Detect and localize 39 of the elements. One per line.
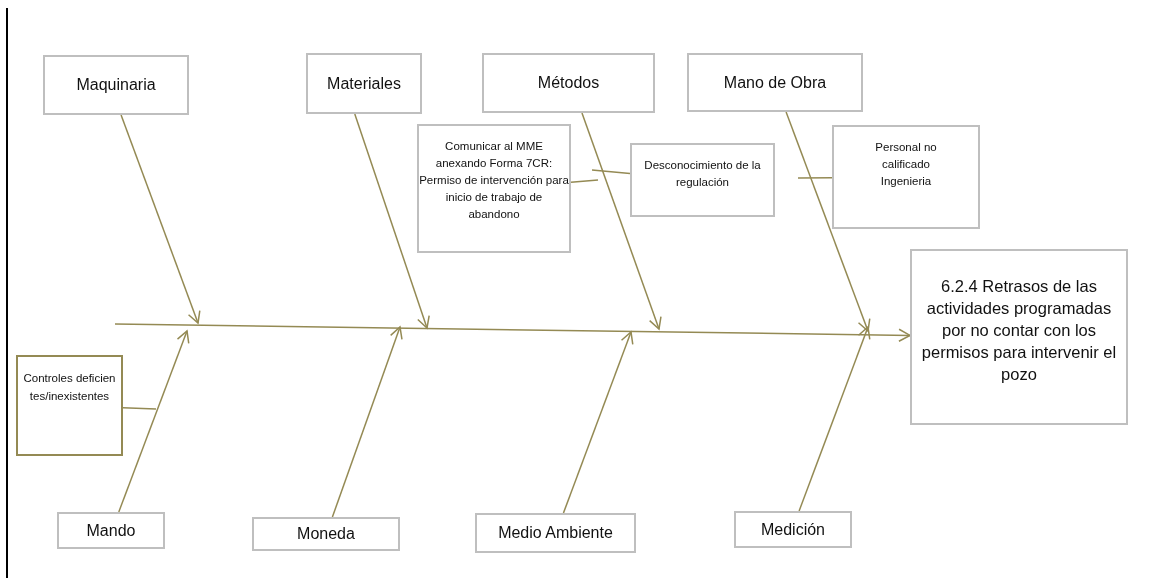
bone-arrow bbox=[118, 330, 190, 513]
box-text: Mando bbox=[86, 520, 136, 541]
category-box bbox=[57, 512, 165, 549]
box-text: Maquinaria bbox=[76, 75, 156, 95]
bone-arrow bbox=[798, 326, 871, 512]
category-box bbox=[482, 53, 655, 113]
box-text: Materiales bbox=[327, 73, 401, 94]
cause-box bbox=[16, 355, 123, 456]
connector-line bbox=[122, 406, 157, 410]
category-box bbox=[252, 517, 400, 551]
box-text: Medición bbox=[761, 519, 825, 540]
bone-arrow bbox=[785, 111, 871, 332]
category-box bbox=[687, 53, 863, 112]
category-box bbox=[43, 55, 189, 115]
connector-line bbox=[591, 169, 631, 175]
category-box bbox=[734, 511, 852, 548]
box-text: 6.2.4 Retrasos de las actividades programadas por no contar con los permisos para intervenir el pozo bbox=[920, 276, 1118, 385]
bone-arrow bbox=[581, 112, 662, 330]
effect-box bbox=[910, 249, 1128, 425]
bone-arrow bbox=[562, 331, 634, 514]
box-text: Personal no calificado Ingenieria bbox=[874, 140, 938, 189]
cause-box bbox=[417, 124, 571, 253]
cause-box bbox=[630, 143, 775, 217]
box-text: Mano de Obra bbox=[723, 72, 827, 93]
box-text: Medio Ambiente bbox=[498, 523, 613, 543]
bone-arrow bbox=[120, 114, 201, 324]
connector-line bbox=[797, 176, 833, 179]
box-text: Desconocimiento de la regulación bbox=[643, 158, 762, 190]
box-text: Métodos bbox=[537, 73, 600, 93]
cause-box bbox=[832, 125, 980, 229]
box-text: Controles deficientes/inexistentes bbox=[22, 371, 117, 404]
spine-arrow bbox=[114, 323, 911, 342]
bone-arrow bbox=[354, 113, 430, 329]
bone-arrow bbox=[331, 326, 403, 518]
connector-line bbox=[570, 179, 599, 183]
category-box bbox=[475, 513, 636, 553]
box-text: Moneda bbox=[297, 524, 355, 544]
category-box bbox=[306, 53, 422, 114]
box-text: Comunicar al MME anexando Forma 7CR: Permiso de intervención para inicio de trabajo de abandono bbox=[419, 139, 569, 222]
